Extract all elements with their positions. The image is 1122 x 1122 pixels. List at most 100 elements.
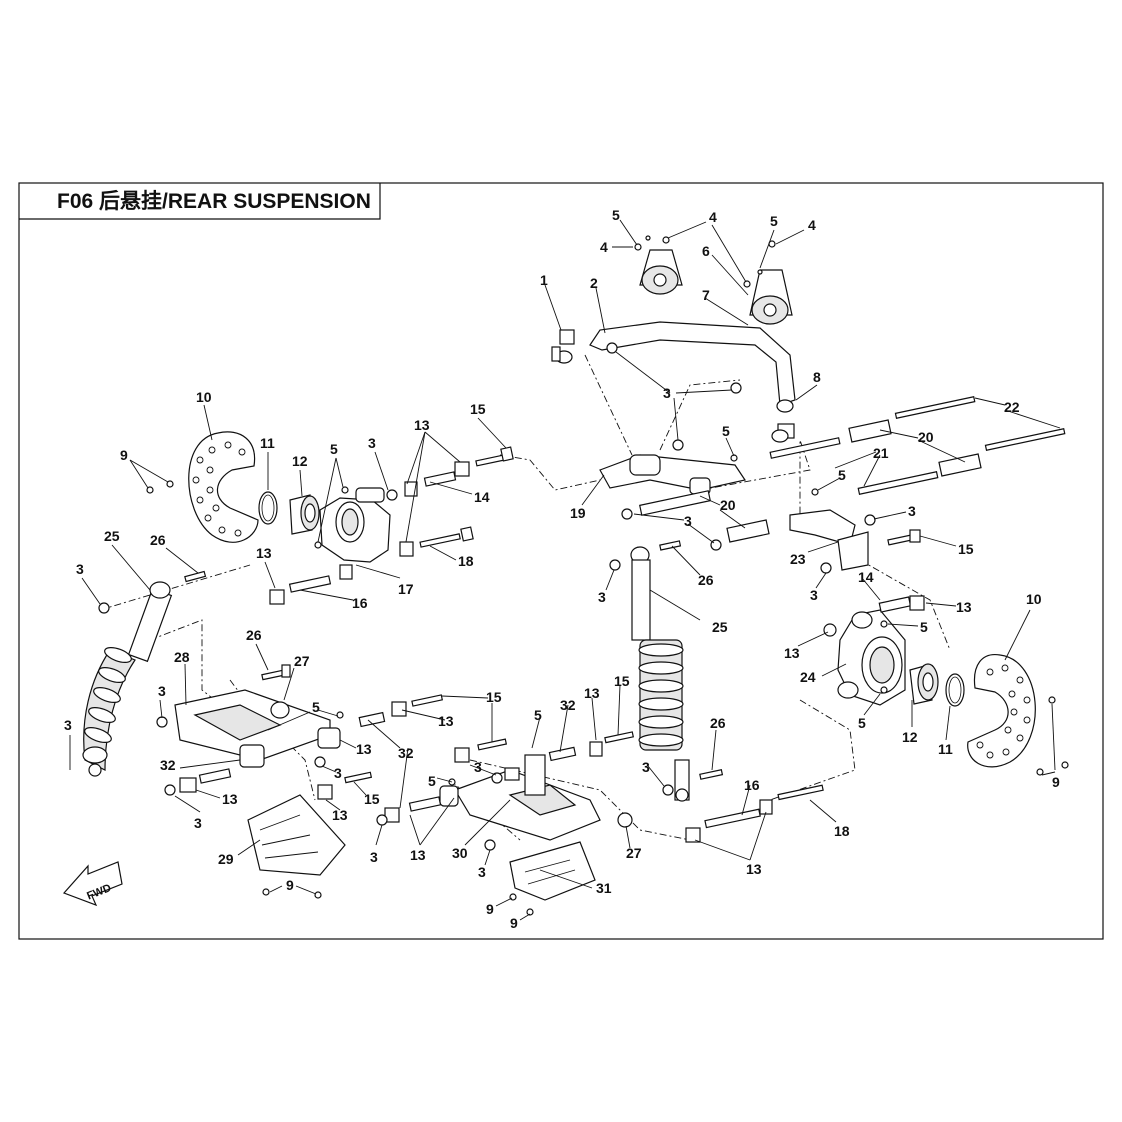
callout-5: 5	[722, 423, 730, 439]
center-skid-guard	[509, 841, 596, 916]
callout-13: 13	[410, 847, 426, 863]
callout-3: 3	[64, 717, 72, 733]
right-hub-bearing	[909, 663, 939, 705]
callout-24: 24	[800, 669, 816, 685]
right-hardware	[823, 595, 925, 694]
callout-30: 30	[452, 845, 468, 861]
stabilizer-clamps	[634, 235, 793, 325]
callout-4: 4	[808, 217, 816, 233]
callout-25: 25	[712, 619, 728, 635]
left-hardware	[98, 446, 514, 614]
trailing-rods	[621, 396, 1066, 551]
callout-5: 5	[838, 467, 846, 483]
callout-3: 3	[334, 765, 342, 781]
callout-21: 21	[873, 445, 889, 461]
callout-3: 3	[158, 683, 166, 699]
callout-5: 5	[330, 441, 338, 457]
callout-3: 3	[194, 815, 202, 831]
callout-7: 7	[702, 287, 710, 303]
callout-13: 13	[584, 685, 600, 701]
callout-22: 22	[1004, 399, 1020, 415]
callout-5: 5	[858, 715, 866, 731]
callout-26: 26	[150, 532, 166, 548]
center-shock-absorber	[609, 540, 724, 802]
callout-13: 13	[256, 545, 272, 561]
callout-13: 13	[438, 713, 454, 729]
callout-17: 17	[398, 581, 414, 597]
callout-9: 9	[486, 901, 494, 917]
callout-13: 13	[356, 741, 372, 757]
callout-18: 18	[458, 553, 474, 569]
callout-15: 15	[486, 689, 502, 705]
callout-20: 20	[720, 497, 736, 513]
callout-23: 23	[790, 551, 806, 567]
rear-bracket	[789, 488, 921, 574]
left-knuckle	[319, 487, 391, 563]
left-skid-guard	[247, 794, 346, 899]
callout-13: 13	[222, 791, 238, 807]
drawing-frame	[18, 182, 1104, 940]
callout-labels: 5 4 4 5 4 6 7 1 2 8 3 5 22 20 21 5 20 19…	[64, 207, 1060, 931]
callout-15: 15	[614, 673, 630, 689]
right-brake-disc	[967, 654, 1069, 776]
callout-3: 3	[478, 864, 486, 880]
callout-13: 13	[784, 645, 800, 661]
callout-5: 5	[312, 699, 320, 715]
callout-6: 6	[702, 243, 710, 259]
callout-12: 12	[902, 729, 918, 745]
callout-3: 3	[663, 385, 671, 401]
callout-28: 28	[174, 649, 190, 665]
callout-9: 9	[510, 915, 518, 931]
callout-14: 14	[474, 489, 490, 505]
left-shock-absorber	[82, 581, 173, 777]
title-box	[19, 183, 381, 220]
callout-16: 16	[744, 777, 760, 793]
callout-3: 3	[810, 587, 818, 603]
callout-5: 5	[534, 707, 542, 723]
forward-direction-arrow: FWD	[62, 861, 123, 907]
callout-13: 13	[414, 417, 430, 433]
callout-32: 32	[560, 697, 576, 713]
center-hardware	[376, 731, 635, 851]
leader-lines	[69, 219, 1061, 921]
callout-3: 3	[474, 759, 482, 775]
callout-2: 2	[590, 275, 598, 291]
callout-14: 14	[858, 569, 874, 585]
callout-8: 8	[813, 369, 821, 385]
callout-13: 13	[332, 807, 348, 823]
callout-27: 27	[294, 653, 310, 669]
callout-27: 27	[626, 845, 642, 861]
callout-10: 10	[1026, 591, 1042, 607]
callout-12: 12	[292, 453, 308, 469]
stabilizer-link-right	[771, 399, 795, 443]
callout-4: 4	[600, 239, 608, 255]
callout-15: 15	[470, 401, 486, 417]
right-knuckle	[837, 609, 906, 706]
callout-5: 5	[612, 207, 620, 223]
page-title: F06 后悬挂/REAR SUSPENSION	[57, 190, 371, 213]
callout-1: 1	[540, 272, 548, 288]
callout-3: 3	[598, 589, 606, 605]
upper-control-arm	[599, 454, 746, 495]
lower-right-hardware	[685, 784, 824, 843]
callout-16: 16	[352, 595, 368, 611]
callout-13: 13	[746, 861, 762, 877]
stabilizer-bar	[589, 321, 796, 451]
callout-13: 13	[956, 599, 972, 615]
callout-31: 31	[596, 880, 612, 896]
callout-25: 25	[104, 528, 120, 544]
left-arm-hardware	[164, 664, 444, 800]
callout-5: 5	[770, 213, 778, 229]
callout-11: 11	[938, 741, 953, 757]
callout-19: 19	[570, 505, 586, 521]
callout-15: 15	[364, 791, 380, 807]
callout-3: 3	[908, 503, 916, 519]
callout-3: 3	[642, 759, 650, 775]
callout-20: 20	[918, 429, 934, 445]
callout-3: 3	[370, 849, 378, 865]
callout-32: 32	[398, 745, 414, 761]
callout-3: 3	[684, 513, 692, 529]
callout-26: 26	[710, 715, 726, 731]
stabilizer-link-left	[551, 329, 575, 364]
